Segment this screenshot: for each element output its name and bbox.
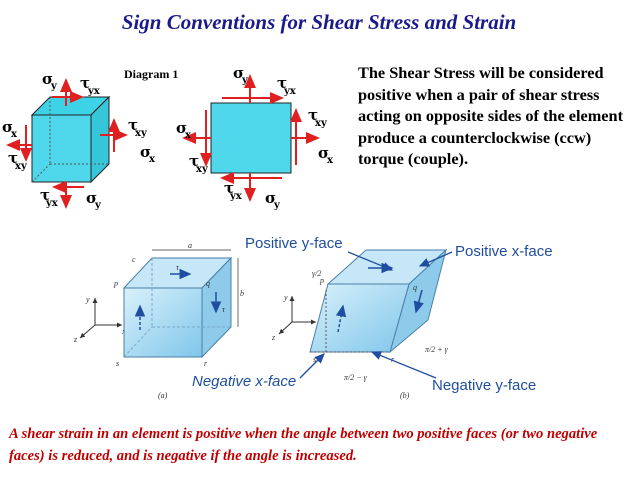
svg-text:y: y (50, 81, 58, 92)
svg-text:τ: τ (189, 152, 199, 170)
svg-text:a: a (188, 241, 192, 250)
svg-text:σ: σ (2, 118, 13, 136)
svg-text:yx: yx (87, 86, 101, 97)
svg-text:σ: σ (233, 64, 244, 82)
svg-text:xy: xy (315, 118, 328, 129)
svg-text:τ: τ (8, 149, 18, 167)
label-positive-x-face: Positive x-face (455, 243, 553, 260)
page-title: Sign Conventions for Shear Stress and St… (121, 10, 517, 34)
svg-text:y: y (85, 295, 90, 304)
label-negative-x-face: Negative x-face (192, 373, 296, 390)
svg-text:x: x (185, 130, 192, 141)
svg-text:τ: τ (40, 186, 50, 204)
svg-text:c: c (132, 255, 136, 264)
svg-text:z: z (271, 333, 276, 342)
diagram-1-caption: Diagram 1 (124, 67, 178, 81)
svg-text:π/2 + γ: π/2 + γ (425, 345, 449, 354)
svg-text:σ: σ (140, 143, 151, 161)
svg-text:σ: σ (265, 189, 276, 207)
svg-text:p: p (319, 276, 324, 285)
svg-text:γ/2: γ/2 (312, 269, 321, 278)
svg-text:p: p (113, 279, 118, 288)
svg-text:y: y (241, 75, 249, 86)
svg-text:q: q (206, 279, 210, 288)
svg-text:x: x (11, 129, 18, 140)
svg-text:y: y (283, 293, 288, 302)
svg-text:xy: xy (135, 128, 148, 139)
svg-text:z: z (73, 335, 78, 344)
svg-text:σ: σ (176, 119, 187, 137)
svg-text:yx: yx (283, 86, 297, 97)
svg-text:x: x (149, 154, 156, 165)
svg-text:τ: τ (308, 106, 318, 124)
svg-text:τ: τ (176, 263, 180, 272)
diagram-1-3d-element: Diagram 1 σy τyx σx τxy τxy σx τyx σy (2, 67, 178, 211)
svg-text:π/2 − γ: π/2 − γ (344, 373, 368, 382)
svg-text:yx: yx (229, 191, 243, 202)
svg-text:(b): (b) (400, 391, 410, 400)
svg-text:x: x (327, 155, 334, 166)
shear-strain-figure: y x z a b c p q r s τ τ (a) y x z (50, 226, 610, 416)
svg-text:σ: σ (318, 144, 329, 162)
svg-text:τ: τ (277, 74, 287, 92)
svg-text:r: r (391, 355, 395, 364)
svg-text:y: y (94, 200, 102, 211)
label-negative-y-face: Negative y-face (432, 377, 536, 394)
svg-text:τ: τ (222, 305, 226, 314)
svg-text:τ: τ (128, 116, 138, 134)
svg-text:s: s (116, 359, 119, 368)
svg-text:(a): (a) (158, 391, 168, 400)
svg-text:yx: yx (45, 198, 59, 209)
svg-text:q: q (413, 283, 417, 292)
svg-text:xy: xy (196, 164, 209, 175)
diagram-1-2d-element: σy τyx σx τxy τxy σx τyx σy (176, 64, 334, 211)
svg-text:σ: σ (42, 70, 53, 88)
svg-text:r: r (204, 359, 208, 368)
svg-text:y: y (273, 200, 281, 211)
svg-text:σ: σ (86, 189, 97, 207)
shear-strain-note: A shear strain in an element is positive… (9, 426, 598, 464)
svg-text:xy: xy (15, 161, 28, 172)
shear-sign-description: The Shear Stress will be considered posi… (358, 63, 624, 169)
svg-text:τ: τ (224, 179, 234, 197)
svg-text:b: b (240, 289, 244, 298)
label-positive-y-face: Positive y-face (245, 235, 343, 252)
svg-text:τ: τ (80, 74, 90, 92)
